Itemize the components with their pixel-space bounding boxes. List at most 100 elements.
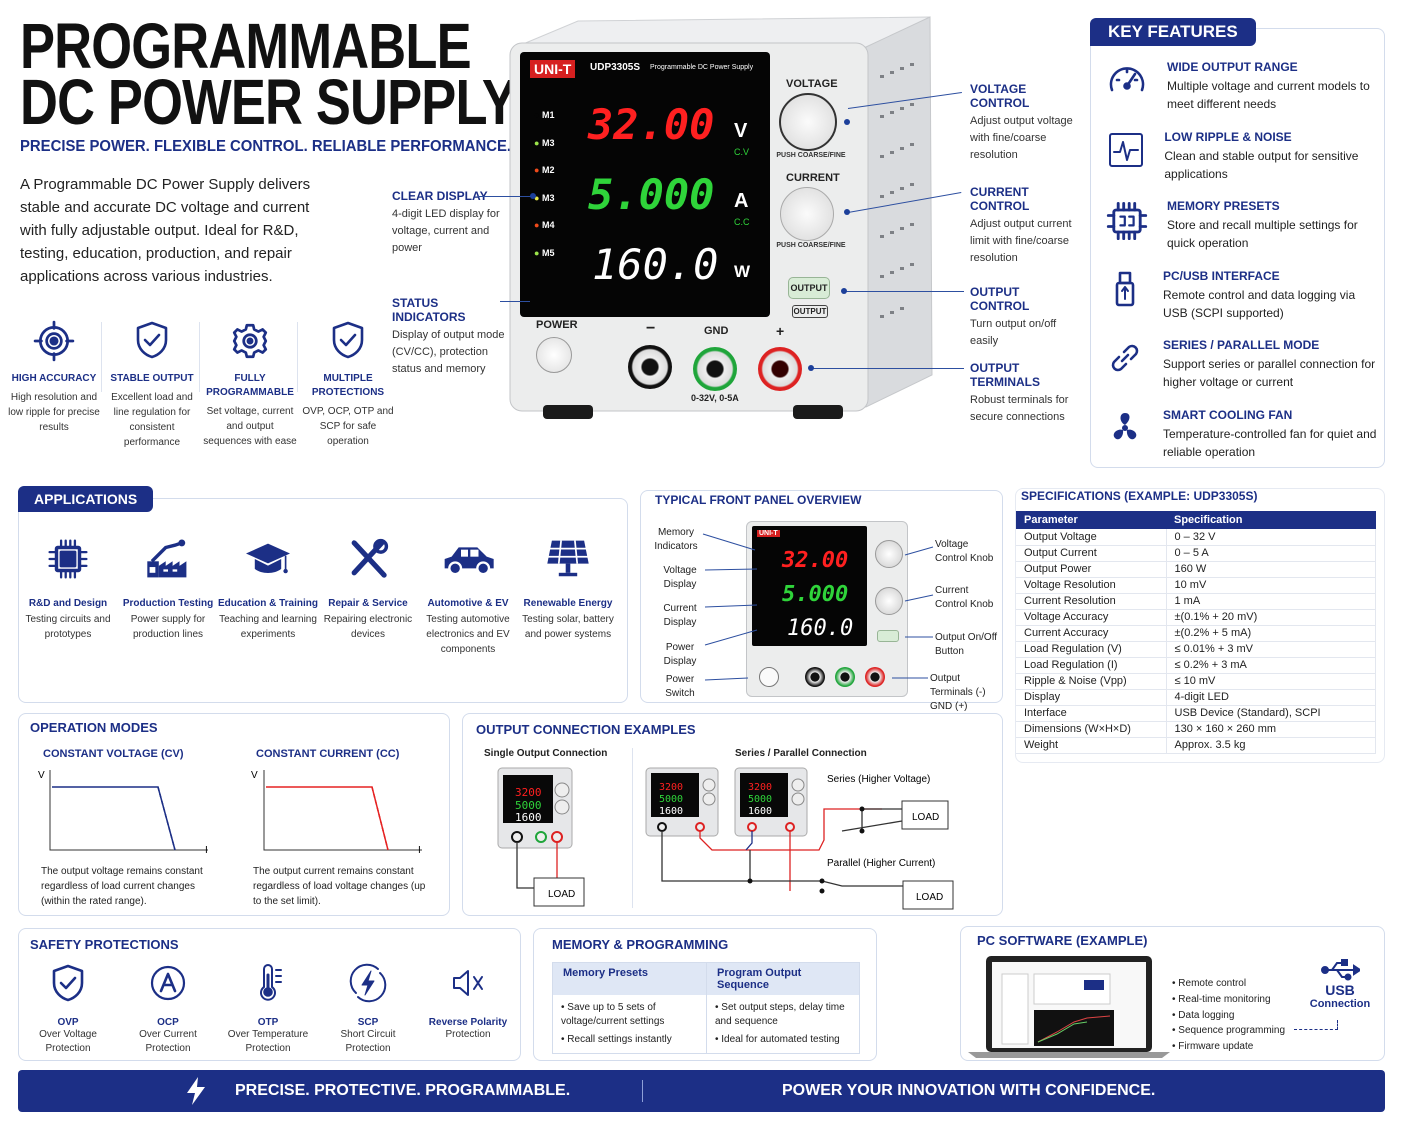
supply2-power: 1600 xyxy=(748,806,772,817)
cc-desc: The output current remains constant rega… xyxy=(253,866,426,907)
table-row: Voltage Accuracy ±(0.1% + 20 mV) xyxy=(1016,609,1376,626)
memory-label: M3 xyxy=(541,137,555,148)
callout-title: VOLTAGE CONTROL xyxy=(970,82,1030,110)
feature-desc: Set voltage, current and output sequence… xyxy=(203,406,297,447)
single-power: 1600 xyxy=(515,811,542,824)
application-desc: Power supply for production lines xyxy=(130,614,206,640)
callout-output-control: OUTPUT CONTROL Turn output on/off easily xyxy=(970,285,1080,350)
voltage-knob[interactable] xyxy=(779,93,837,151)
spec-value: USB Device (Standard), SCPI xyxy=(1166,705,1376,722)
spec-parameter: Interface xyxy=(1016,705,1167,722)
key-feature-item: MEMORY PRESETS Store and recall multiple… xyxy=(1105,199,1380,252)
operation-modes-title: OPERATION MODES xyxy=(30,720,158,735)
footer-right-text: POWER YOUR INNOVATION WITH CONFIDENCE. xyxy=(782,1082,1156,1099)
application-title: Production Testing xyxy=(122,598,214,609)
memory-table: Memory Presets Program Output Sequence •… xyxy=(552,962,860,1054)
car-icon xyxy=(418,535,518,583)
specs-header: Specification xyxy=(1166,511,1376,529)
mini-display: UNI-T 32.00 5.000 160.0 xyxy=(752,526,867,646)
usbstick-icon xyxy=(1105,269,1145,322)
usb-subtitle: Connection xyxy=(1309,998,1371,1010)
key-feature-desc: Temperature-controlled fan for quiet and… xyxy=(1163,426,1377,459)
list-item: • Save up to 5 sets of voltage/current s… xyxy=(561,1002,665,1027)
label-power-display: Power Display xyxy=(663,642,697,667)
memory-indicator: ● M2 xyxy=(534,165,555,175)
voltage-reading: 32.00 xyxy=(588,100,715,149)
spec-parameter: Dimensions (W×H×D) xyxy=(1016,721,1167,738)
series-parallel-supplies xyxy=(645,767,808,837)
application-item: Automotive & EV Testing automotive elect… xyxy=(418,535,518,657)
title-line-1: PROGRAMMABLE xyxy=(20,10,472,82)
spec-parameter: Current Resolution xyxy=(1016,593,1167,610)
table-row: Current Accuracy ±(0.2% + 5 mA) xyxy=(1016,625,1376,642)
shield-icon xyxy=(299,320,397,362)
load-box-label: LOAD xyxy=(548,889,575,900)
device-subtitle: Programmable DC Power Supply xyxy=(650,64,754,71)
single-voltage: 3200 xyxy=(515,786,542,799)
series-load-label: LOAD xyxy=(912,812,939,823)
spec-value: ≤ 0.01% + 3 mV xyxy=(1166,641,1376,658)
memory-label: M1 xyxy=(541,110,555,120)
title-line-2: DC POWER SUPPLY xyxy=(20,66,517,138)
callout-output-terminals: OUTPUT TERMINALS Robust terminals for se… xyxy=(970,361,1080,426)
connections-title: OUTPUT CONNECTION EXAMPLES xyxy=(476,722,696,737)
negative-terminal[interactable] xyxy=(628,345,672,389)
power-label: POWER xyxy=(536,319,578,331)
minus-label: − xyxy=(646,320,656,337)
memory-indicator: ● M3 xyxy=(534,137,555,148)
application-desc: Teaching and learning experiments xyxy=(219,614,317,640)
key-feature-item: WIDE OUTPUT RANGE Multiple voltage and c… xyxy=(1105,60,1380,113)
spec-parameter: Display xyxy=(1016,689,1167,706)
mini-neg-terminal xyxy=(805,667,825,687)
output-label: OUTPUT xyxy=(792,305,828,318)
list-item: • Real-time monitoring xyxy=(1172,993,1271,1005)
gnd-terminal[interactable] xyxy=(693,347,737,391)
output-button[interactable]: OUTPUT xyxy=(788,277,830,299)
thermo-icon xyxy=(218,963,318,1007)
positive-terminal[interactable] xyxy=(758,347,802,391)
key-feature-item: SMART COOLING FAN Temperature-controlled… xyxy=(1105,408,1380,461)
spec-value: ±(0.2% + 5 mA) xyxy=(1166,625,1376,642)
memory-title: MEMORY & PROGRAMMING xyxy=(552,937,729,952)
key-features-panel xyxy=(1090,28,1385,468)
feature-title: HIGH ACCURACY xyxy=(11,373,97,384)
key-feature-title: SMART COOLING FAN xyxy=(1163,407,1293,422)
divider xyxy=(632,748,633,908)
connection-diagrams: 3200 5000 1600 LOAD 3200 5000 1600 3200 … xyxy=(497,767,954,910)
cc-x-axis-label: I xyxy=(418,845,421,856)
model-number: UDP3305S xyxy=(590,62,641,73)
brand-logo: UNI-T xyxy=(530,60,576,78)
series-parallel-title: Series / Parallel Connection xyxy=(735,748,867,759)
tools-icon xyxy=(318,535,418,583)
callout-title: OUTPUT CONTROL xyxy=(970,285,1030,313)
callout-desc: Display of output mode (CV/CC), protecti… xyxy=(392,329,505,375)
spec-value: ≤ 10 mV xyxy=(1166,673,1376,690)
memory-indicator: ● M5 xyxy=(534,247,555,258)
usb-connection: USB Connection xyxy=(1290,958,1390,1010)
callout-title: STATUS INDICATORS xyxy=(392,296,466,324)
supply1-power: 1600 xyxy=(659,806,683,817)
shield-icon xyxy=(103,320,201,362)
safety-item: OTP Over Temperature Protection xyxy=(218,963,318,1056)
list-item: • Recall settings instantly xyxy=(561,1034,672,1045)
cap-icon xyxy=(218,535,318,583)
applications-panel xyxy=(18,498,628,703)
speakerx-icon xyxy=(418,963,518,1007)
safety-item: SCP Short Circuit Protection xyxy=(318,963,418,1056)
spec-value: 0 – 32 V xyxy=(1166,529,1376,546)
safety-item: OCP Over Current Protection xyxy=(118,963,218,1056)
table-row: Output Power 160 W xyxy=(1016,561,1376,578)
usb-icon xyxy=(1290,958,1390,982)
current-knob[interactable] xyxy=(780,187,834,241)
safety-desc: Over Voltage Protection xyxy=(39,1029,97,1054)
memory-label: M5 xyxy=(541,247,555,258)
power-button[interactable] xyxy=(536,337,572,373)
fan-icon xyxy=(1105,408,1145,461)
feature-title: FULLY PROGRAMMABLE xyxy=(206,373,294,398)
application-title: Education & Training xyxy=(218,598,319,609)
callout-title: CURRENT CONTROL xyxy=(970,185,1030,213)
power-unit: W xyxy=(734,262,751,281)
feature-item: MULTIPLE PROTECTIONS OVP, OCP, OTP and S… xyxy=(299,320,397,449)
cv-x-axis-label: I xyxy=(205,845,208,856)
feature-desc: High resolution and low ripple for preci… xyxy=(8,392,100,433)
